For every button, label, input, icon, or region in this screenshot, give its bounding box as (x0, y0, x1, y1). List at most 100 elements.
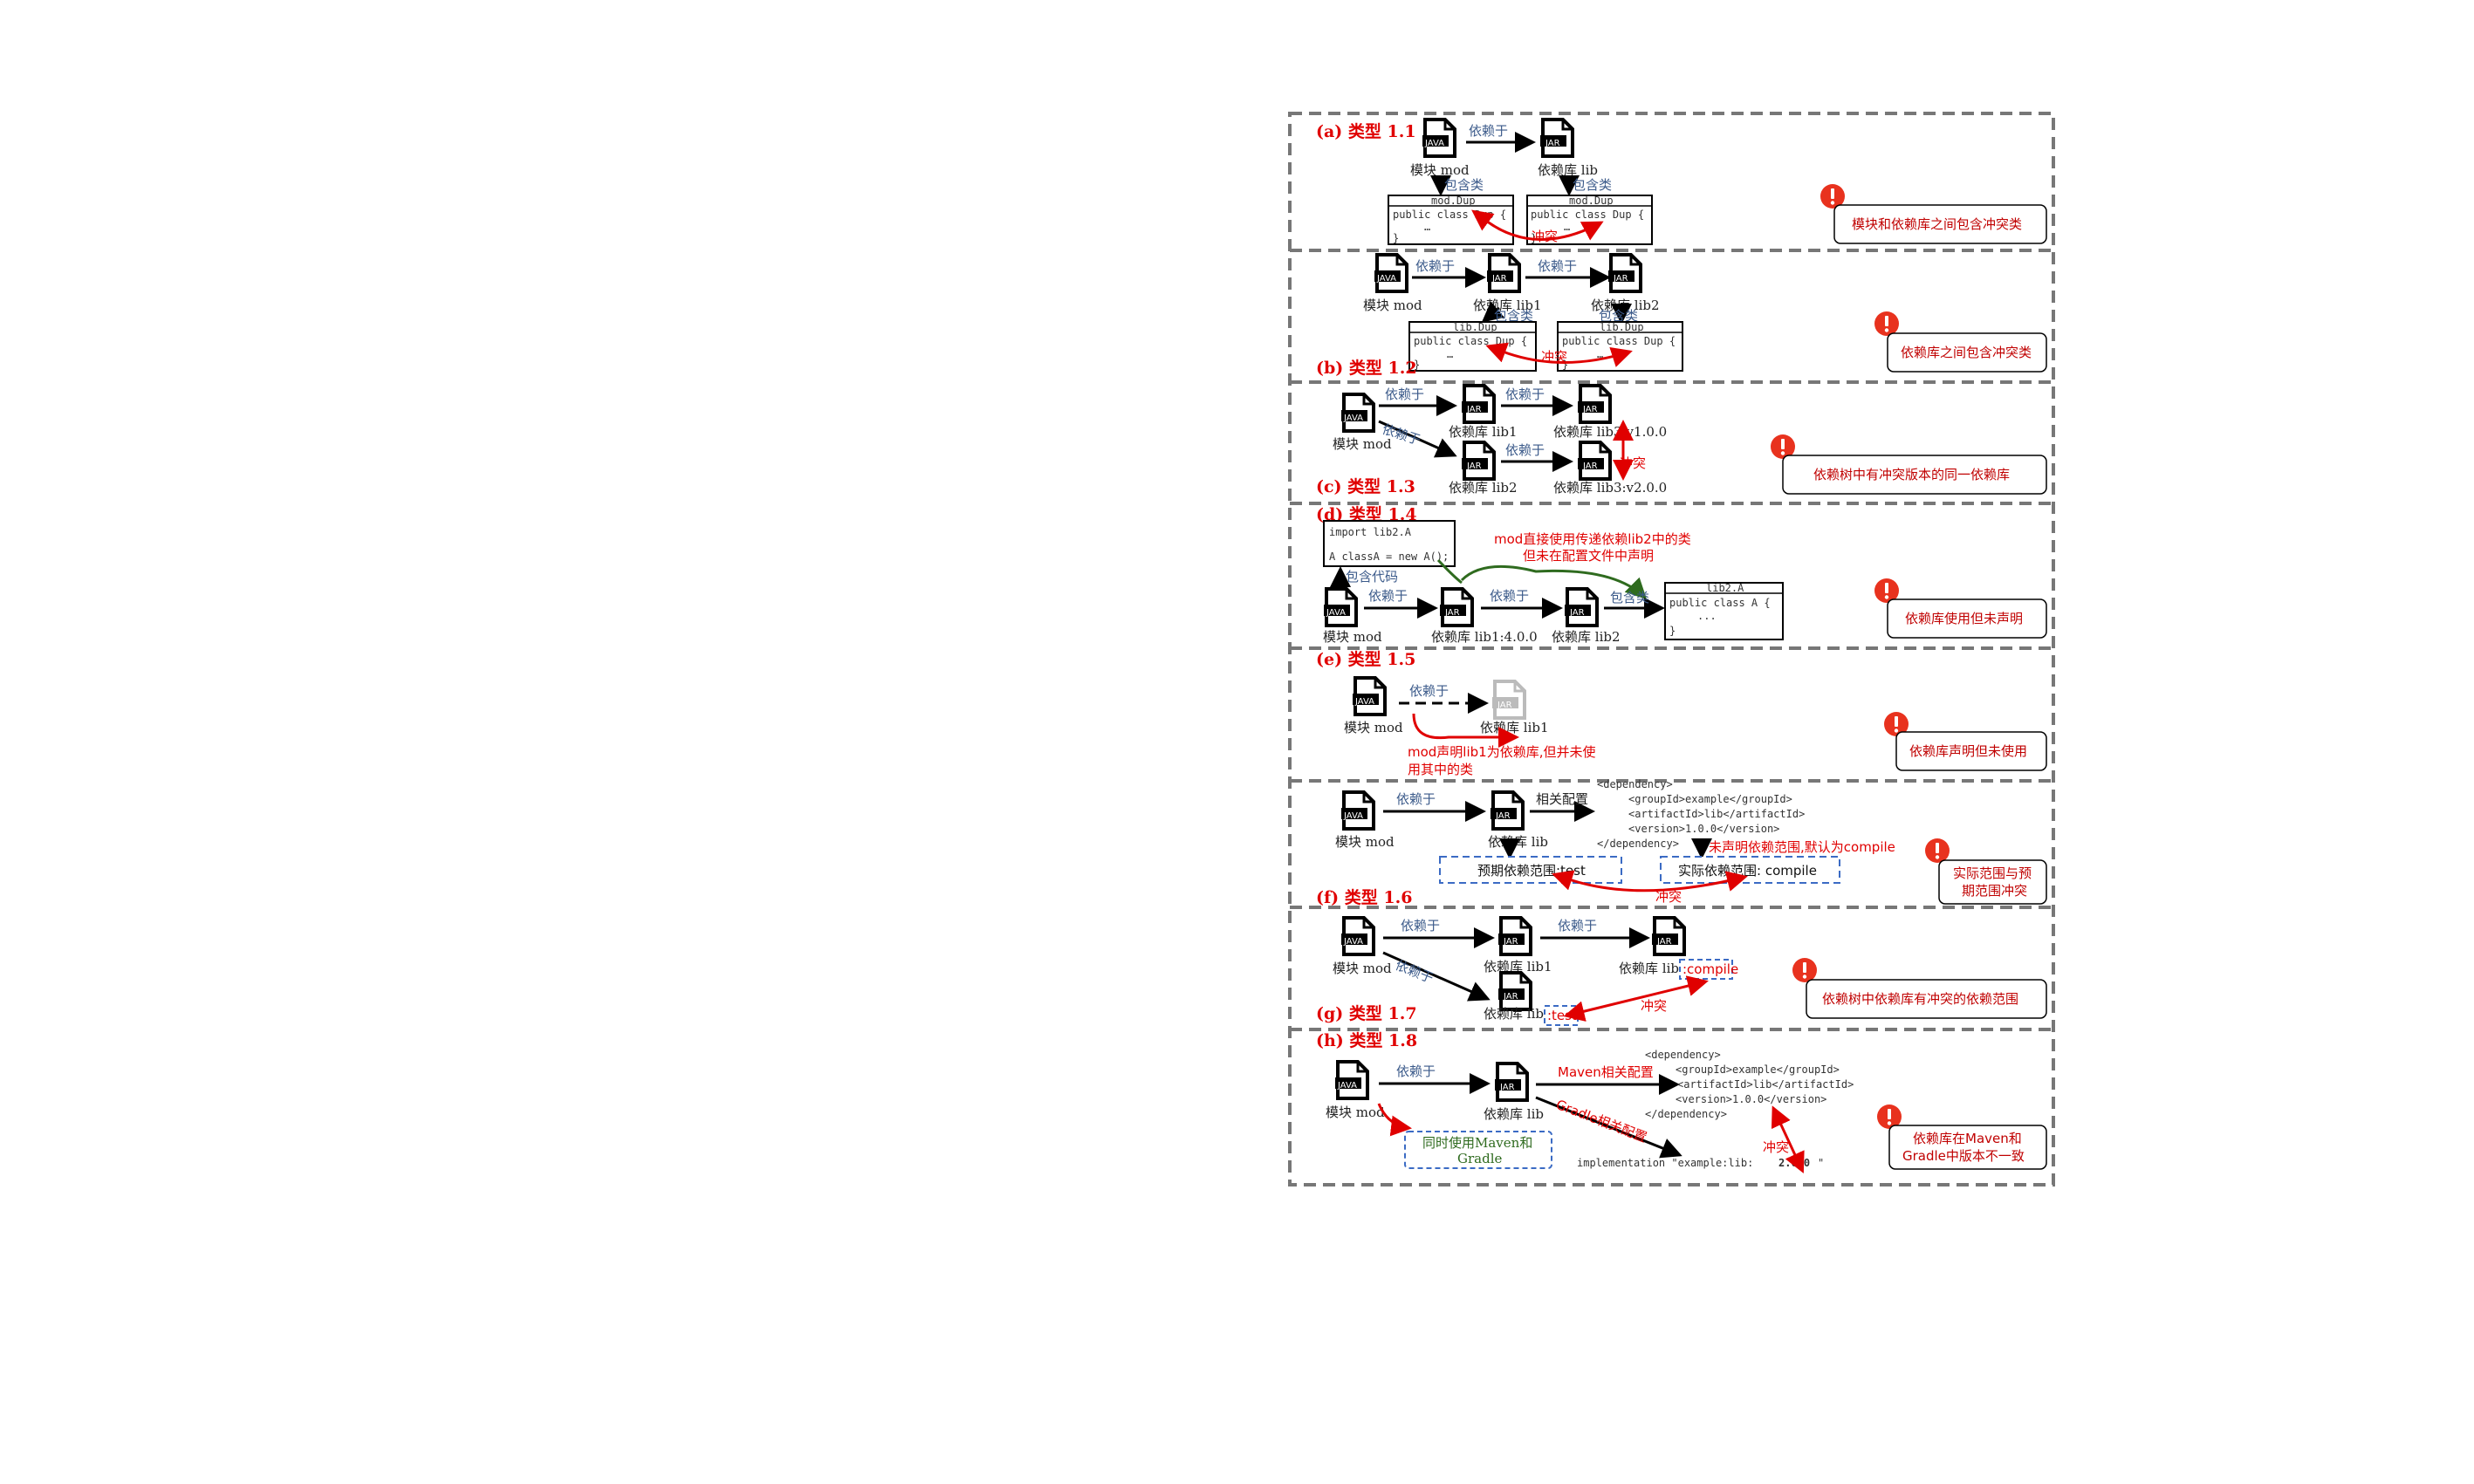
callout: 依赖库在Maven和 Gradle中版本不一致 (1877, 1104, 2047, 1170)
section-1-6: JAVA 模块 mod 依赖于 JAR 依赖库 lib 相关配置 <depend… (1316, 778, 2047, 907)
svg-text:<groupId>example</groupId>: <groupId>example</groupId> (1628, 793, 1792, 805)
jar-file-icon: JAR (1498, 916, 1532, 956)
svg-text:预期依赖范围:test: 预期依赖范围:test (1477, 863, 1586, 879)
svg-text:JAR: JAR (1466, 405, 1482, 414)
svg-text:包含代码: 包含代码 (1346, 569, 1398, 585)
svg-text:mod.Dup: mod.Dup (1431, 195, 1476, 207)
java-file-icon: JAVA (1422, 118, 1456, 158)
svg-text:冲突: 冲突 (1655, 889, 1682, 905)
svg-text:模块 mod: 模块 mod (1333, 961, 1392, 976)
svg-text:public class Dup {: public class Dup { (1393, 209, 1506, 221)
svg-text:但未在配置文件中声明: 但未在配置文件中声明 (1523, 548, 1654, 564)
java-file-icon: JAVA (1324, 587, 1358, 627)
xml-config: <dependency> <groupId>example</groupId> … (1597, 778, 1805, 850)
java-file-icon: JAVA (1341, 916, 1375, 956)
svg-text:包含类: 包含类 (1494, 308, 1533, 324)
xml-config: <dependency> <groupId>example</groupId> … (1645, 1049, 1854, 1120)
jar-file-icon: JAR (1491, 790, 1525, 831)
svg-text:依赖库 lib2: 依赖库 lib2 (1552, 629, 1621, 645)
svg-text:依赖库使用但未声明: 依赖库使用但未声明 (1905, 611, 2023, 626)
svg-text:lib.Dup: lib.Dup (1600, 321, 1644, 333)
svg-text:依赖树中有冲突版本的同一依赖库: 依赖树中有冲突版本的同一依赖库 (1813, 467, 2010, 482)
svg-text:JAVA: JAVA (1354, 697, 1374, 707)
contains-label: 包含类 (1573, 177, 1612, 193)
jar-file-icon: JAR (1440, 587, 1474, 627)
svg-text:}: } (1393, 232, 1399, 244)
section-1-2: JAVA 模块 mod 依赖于 JAR 依赖库 lib1 依赖于 JAR 依赖库… (1316, 253, 2047, 378)
svg-text:implementation "example:lib:: implementation "example:lib: (1577, 1157, 1753, 1169)
svg-text:JAVA: JAVA (1376, 274, 1396, 284)
alert-icon (1874, 311, 1899, 336)
svg-text:模块 mod: 模块 mod (1333, 436, 1392, 452)
green-usage-arrow (1436, 558, 1645, 598)
java-file-icon: JAVA (1353, 676, 1387, 716)
svg-text:…: … (1424, 221, 1430, 233)
svg-text:…: … (1447, 348, 1453, 360)
expected-scope-box (1439, 856, 1622, 884)
jar-file-icon: JAR (1565, 587, 1599, 627)
svg-text:模块 mod: 模块 mod (1326, 1104, 1385, 1120)
code-box: import lib2.A A classA = new A(); (1323, 520, 1456, 567)
svg-text:<dependency>: <dependency> (1597, 778, 1673, 790)
section-header: (b) 类型 1.2 (1316, 358, 1417, 378)
svg-text:JAR: JAR (1497, 701, 1512, 710)
svg-text:模块和依赖库之间包含冲突类: 模块和依赖库之间包含冲突类 (1852, 216, 2022, 232)
java-file-icon: JAVA (1341, 790, 1375, 831)
svg-text:Gradle相关配置: Gradle相关配置 (1554, 1097, 1649, 1145)
jar-file-icon: JAR (1487, 253, 1521, 293)
svg-text:mod直接使用传递依赖lib2中的类: mod直接使用传递依赖lib2中的类 (1494, 531, 1691, 547)
section-1-8: (h) 类型 1.8 JAVA 模块 mod 依赖于 JAR 依赖库 lib M… (1316, 1030, 2047, 1174)
callout: 实际范围与预 期范围冲突 (1925, 838, 2047, 905)
svg-text:模块 mod: 模块 mod (1323, 629, 1382, 645)
svg-text:用其中的类: 用其中的类 (1408, 762, 1473, 777)
section-header: (a) 类型 1.1 (1316, 121, 1416, 141)
svg-text:JAR: JAR (1503, 937, 1518, 947)
svg-text:冲突: 冲突 (1541, 349, 1567, 365)
svg-text:…: … (1564, 221, 1570, 233)
section-1-4: (d) 类型 1.4 import lib2.A A classA = new … (1316, 504, 2047, 645)
callout: 依赖树中依赖库有冲突的依赖范围 (1792, 958, 2047, 1019)
class-box-left: mod.Dup public class Dup { … } (1388, 195, 1514, 245)
svg-text:实际范围与预: 实际范围与预 (1953, 865, 2032, 881)
unused-arrow (1412, 713, 1519, 748)
svg-text:JAR: JAR (1582, 405, 1598, 414)
svg-text:依赖树中依赖库有冲突的依赖范围: 依赖树中依赖库有冲突的依赖范围 (1822, 991, 2018, 1007)
svg-text:JAR: JAR (1444, 608, 1460, 618)
jar-file-icon-gray: JAR (1492, 680, 1526, 720)
svg-text:JAR: JAR (1582, 462, 1598, 471)
svg-text:Maven相关配置: Maven相关配置 (1558, 1064, 1654, 1080)
callout: 依赖库声明但未使用 (1884, 712, 2047, 771)
section-header: (h) 类型 1.8 (1316, 1030, 1417, 1050)
section-1-3: JAVA 模块 mod 依赖于 依赖于 JAR 依赖库 lib1 JAR 依赖库… (1316, 384, 2047, 496)
conflict-arrow (1552, 870, 1748, 892)
svg-text:JAR: JAR (1545, 139, 1560, 148)
svg-text:public class Dup {: public class Dup { (1414, 335, 1527, 347)
conflict-arrow (1771, 1105, 1805, 1174)
svg-text:依赖库 lib1:4.0.0: 依赖库 lib1:4.0.0 (1431, 629, 1538, 645)
svg-text:<version>1.0.0</version>: <version>1.0.0</version> (1676, 1093, 1826, 1105)
callout: 依赖库之间包含冲突类 (1874, 311, 2047, 373)
svg-text:实际依赖范围: compile: 实际依赖范围: compile (1678, 863, 1817, 879)
svg-text:2.0.0: 2.0.0 (1778, 1157, 1810, 1169)
svg-text:冲突: 冲突 (1620, 455, 1646, 471)
section-1-7: JAVA 模块 mod 依赖于 依赖于 JAR 依赖库 lib1 依赖于 JAR… (1316, 916, 2047, 1026)
contains-label: 包含类 (1444, 177, 1484, 193)
svg-text:JAVA: JAVA (1424, 139, 1444, 148)
jar-file-icon: JAR (1540, 118, 1574, 158)
java-file-icon: JAVA (1341, 393, 1375, 433)
class-box: lib2.A public class A { ... } (1664, 582, 1784, 640)
svg-text:JAR: JAR (1466, 462, 1482, 471)
section-header: (f) 类型 1.6 (1316, 887, 1412, 907)
svg-text::test: :test (1547, 1008, 1577, 1023)
svg-text:JAR: JAR (1499, 1083, 1515, 1092)
svg-text:相关配置: 相关配置 (1536, 791, 1588, 807)
jar-file-icon: JAR (1608, 253, 1642, 293)
svg-text:依赖库 lib1: 依赖库 lib1 (1449, 424, 1518, 440)
svg-text:依赖库 lib: 依赖库 lib (1488, 834, 1548, 850)
jar-file-icon: JAR (1578, 441, 1612, 481)
svg-text:依赖于: 依赖于 (1368, 588, 1408, 604)
svg-text:JAR: JAR (1503, 992, 1518, 1002)
svg-text:": " (1818, 1157, 1824, 1169)
svg-text:}: } (1669, 625, 1676, 637)
